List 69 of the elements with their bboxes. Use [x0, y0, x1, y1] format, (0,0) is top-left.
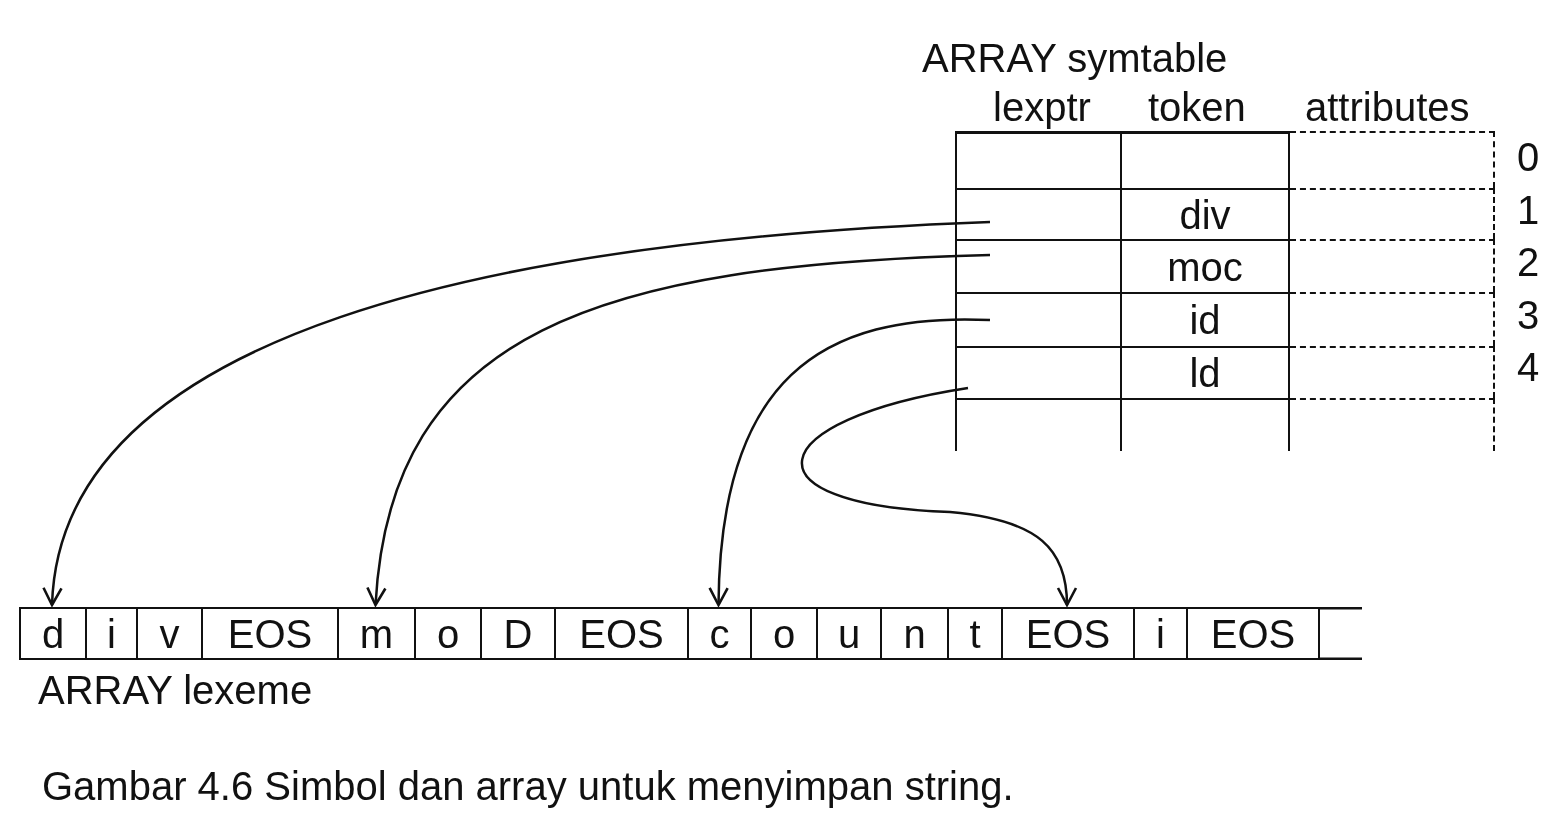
attribute-cell	[1290, 188, 1495, 239]
pointer-cell	[955, 292, 1122, 346]
lexeme-cell	[201, 607, 337, 660]
token-cell	[1122, 346, 1290, 398]
lexeme-cell	[816, 607, 880, 660]
lexeme-cell	[136, 607, 201, 660]
lexeme-char: o	[772, 613, 796, 654]
table-title: ARRAY symtable	[922, 38, 1228, 78]
lexeme-char: i	[1156, 613, 1165, 654]
pointer-cell	[955, 346, 1122, 398]
lexeme-char: o	[436, 613, 460, 654]
row-index: 2	[1517, 242, 1540, 282]
token-text: moc	[1167, 246, 1243, 287]
row-index: 4	[1517, 347, 1540, 387]
pointer-cell	[955, 131, 1122, 188]
lexeme-cell	[554, 607, 687, 660]
lexeme-char: EOS	[1210, 613, 1296, 654]
attribute-cell	[1290, 346, 1495, 398]
lexeme-char: u	[837, 613, 861, 654]
column-header: token	[1148, 87, 1246, 127]
pointer-cell	[955, 398, 1122, 451]
lexeme-char: EOS	[579, 613, 664, 654]
token-text: div	[1179, 194, 1231, 235]
lexeme-cell	[947, 607, 1001, 660]
lexeme-char: EOS	[227, 613, 313, 654]
lexeme-cell	[337, 607, 414, 660]
row-index: 0	[1517, 137, 1540, 177]
array-title: ARRAY lexeme	[38, 670, 313, 710]
token-text: ld	[1189, 353, 1221, 393]
attribute-cell	[1290, 239, 1495, 292]
lexeme-cell	[19, 607, 85, 660]
lexeme-cell	[85, 607, 136, 660]
token-cell	[1122, 188, 1290, 239]
pointer-cell	[955, 239, 1122, 292]
lexeme-cell	[750, 607, 816, 660]
token-cell	[1122, 292, 1290, 346]
lexeme-cell	[687, 607, 750, 660]
lexeme-cell	[1001, 607, 1133, 660]
lexeme-char: i	[107, 613, 116, 654]
column-header: attributes	[1305, 87, 1470, 127]
lexeme-char: D	[503, 613, 533, 654]
pointer-arrow	[44, 220, 991, 607]
pointer-arrow	[367, 253, 991, 607]
lexeme-cell	[1186, 607, 1320, 660]
figure-caption: Gambar 4.6 Simbol dan array untuk menyimpan string.	[42, 766, 1014, 806]
attribute-cell	[1290, 398, 1495, 451]
lexeme-cell	[414, 607, 480, 660]
pointer-cell	[955, 188, 1122, 239]
row-index: 3	[1517, 295, 1540, 335]
lexeme-cell	[1133, 607, 1186, 660]
attribute-cell	[1290, 292, 1495, 346]
token-text: id	[1189, 300, 1221, 340]
token-cell	[1122, 131, 1290, 188]
lexeme-char: d	[41, 613, 65, 654]
pointer-arrow	[709, 318, 990, 607]
column-header: lexptr	[993, 87, 1091, 127]
lexeme-cell	[880, 607, 947, 660]
row-index: 1	[1517, 190, 1540, 230]
lexeme-char: v	[159, 613, 180, 654]
lexeme-char: m	[359, 613, 394, 654]
lexeme-char: c	[709, 613, 730, 654]
token-cell	[1122, 239, 1290, 292]
token-cell	[1122, 398, 1290, 451]
pointer-arrow	[801, 386, 1077, 607]
lexeme-char: n	[903, 613, 926, 654]
attribute-cell	[1290, 131, 1495, 188]
lexeme-cell	[480, 607, 554, 660]
lexeme-char: EOS	[1025, 613, 1111, 654]
lexeme-char: t	[969, 613, 981, 654]
